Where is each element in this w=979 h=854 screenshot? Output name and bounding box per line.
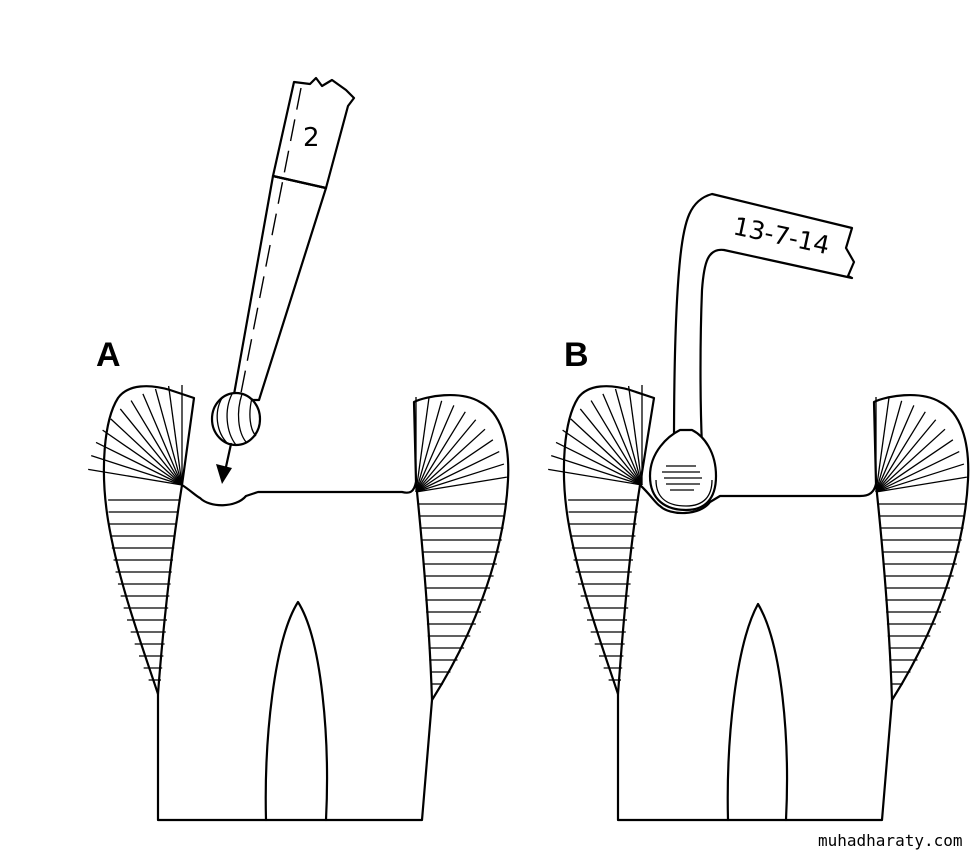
bur-number: 2	[303, 123, 320, 153]
tooth-a-enamel-hatching	[88, 385, 507, 685]
tooth-a-dej-right	[414, 480, 434, 702]
hatch-line	[614, 388, 643, 486]
hatch-line	[570, 418, 643, 486]
hatch-line	[88, 468, 183, 486]
hatch-line	[415, 463, 505, 493]
tooth-a-pulp	[264, 600, 329, 822]
hatch-line	[102, 429, 183, 486]
tooth-a-dej-left	[156, 483, 184, 696]
tooth-a	[88, 385, 510, 822]
bur-head	[210, 391, 262, 447]
hatch-line	[875, 405, 915, 493]
hatch-line	[119, 408, 183, 486]
watermark: muhadharaty.com	[818, 831, 963, 850]
hatch-line	[415, 411, 466, 493]
bur-instrument: 2	[210, 76, 356, 484]
hatch-line	[875, 476, 967, 493]
hatch-line	[875, 450, 960, 493]
hatch-line	[579, 408, 643, 486]
instrument-blade	[648, 428, 718, 512]
hatch-line	[550, 454, 643, 486]
tooth-b-enamel-hatching	[548, 385, 967, 685]
hatch-line	[167, 385, 183, 486]
hatch-line	[415, 397, 430, 493]
hatch-line	[602, 393, 643, 486]
bur-handle	[271, 76, 356, 190]
hatch-line	[415, 450, 500, 493]
hatch-line	[875, 419, 937, 493]
tooth-a-outline	[102, 385, 510, 822]
hatch-line	[875, 463, 965, 493]
tooth-b	[548, 385, 970, 822]
hatch-line	[130, 400, 183, 486]
panel-a: A 2	[88, 76, 510, 822]
hatch-line	[548, 468, 643, 486]
hatch-line	[875, 428, 946, 493]
bur-axis	[239, 87, 302, 399]
hatch-line	[590, 400, 643, 486]
hatch-line	[154, 388, 183, 486]
hatch-line	[415, 428, 486, 493]
hatch-line	[415, 419, 477, 493]
hatch-line	[110, 418, 183, 486]
hatch-line	[415, 439, 494, 493]
hatch-line	[95, 441, 183, 486]
panel-b-label: B	[564, 336, 589, 374]
hatch-line	[875, 397, 890, 493]
hatch-line	[875, 439, 954, 493]
hatch-line	[142, 393, 183, 486]
hatch-line	[415, 476, 507, 493]
hatch-line	[90, 454, 183, 486]
hatch-line	[562, 429, 643, 486]
tooth-b-outline	[562, 385, 970, 822]
tooth-b-dej-right	[874, 482, 894, 702]
hatch-line	[555, 441, 643, 486]
hatch-line	[875, 411, 926, 493]
hatch-line	[415, 400, 443, 493]
panel-b: B 13-7-14	[548, 192, 970, 822]
arrow-head	[216, 464, 232, 484]
hatch-line	[627, 385, 643, 486]
bur-shank	[231, 174, 328, 402]
hatch-line	[875, 400, 903, 493]
panel-a-label: A	[96, 336, 121, 374]
tooth-b-pulp	[726, 602, 789, 822]
tooth-b-dej-left	[616, 483, 642, 696]
hand-instrument: 13-7-14	[648, 192, 856, 512]
bur-collar-line	[271, 174, 328, 190]
instrument-shank	[672, 192, 856, 448]
hatch-line	[415, 405, 455, 493]
